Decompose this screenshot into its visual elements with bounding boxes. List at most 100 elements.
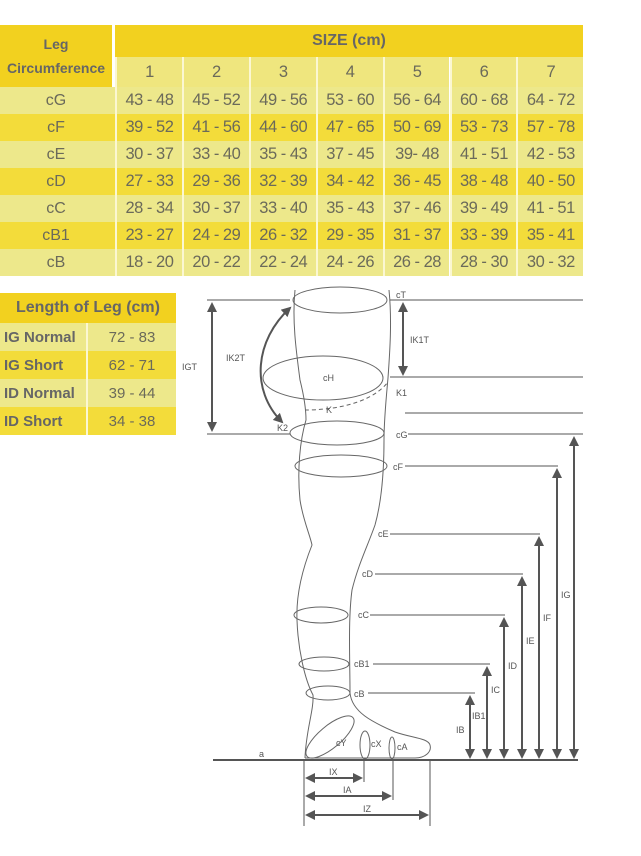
size-cell: 39- 48 [382, 141, 450, 168]
size-cell: 22 - 24 [248, 249, 316, 276]
size-column-header: 3 [248, 57, 316, 87]
size-cell: 36 - 45 [382, 168, 450, 195]
dimension-arrows [207, 302, 579, 820]
size-cell: 45 - 52 [181, 87, 249, 114]
size-cell: 35 - 43 [315, 195, 383, 222]
row-label-cB1: cB1 [0, 222, 112, 249]
size-cell: 30 - 37 [181, 195, 249, 222]
size-cell: 20 - 22 [181, 249, 249, 276]
label-cF: cF [393, 462, 404, 472]
size-cell: 39 - 52 [115, 114, 182, 141]
size-cell: 28 - 30 [449, 249, 517, 276]
diagram-labels: cT cH K1 K K2 cG cF cE cD cC cB1 cB cY c… [182, 290, 571, 814]
label-cY: cY [336, 738, 347, 748]
length-row-value: 39 - 44 [86, 379, 176, 407]
size-cell: 24 - 29 [181, 222, 249, 249]
label-cD: cD [362, 569, 374, 579]
size-cell: 37 - 45 [315, 141, 383, 168]
label-K2: K2 [277, 423, 288, 433]
row-label-cE: cE [0, 141, 112, 168]
label-K1: K1 [396, 388, 407, 398]
label-cH: cH [323, 373, 334, 383]
corner-label: Circumference [6, 60, 106, 76]
row-gap [112, 168, 115, 195]
row-gap [112, 195, 115, 222]
size-cell: 47 - 65 [315, 114, 383, 141]
label-IK1T: IK1T [410, 335, 430, 345]
size-header: SIZE (cm) [115, 25, 583, 57]
label-cB: cB [354, 689, 365, 699]
size-cell: 32 - 39 [248, 168, 316, 195]
label-cG: cG [396, 430, 408, 440]
label-a: a [259, 749, 264, 759]
label-IB: IB [456, 725, 465, 735]
length-row-label: IG Short [0, 351, 86, 379]
size-cell: 18 - 20 [115, 249, 182, 276]
row-label-cD: cD [0, 168, 112, 195]
size-cell: 34 - 42 [315, 168, 383, 195]
label-cX: cX [371, 739, 382, 749]
label-cA: cA [397, 742, 408, 752]
row-gap [112, 114, 115, 141]
measurement-lines [207, 299, 583, 826]
label-cB1: cB1 [354, 659, 370, 669]
size-cell: 53 - 73 [449, 114, 517, 141]
label-cE: cE [378, 529, 389, 539]
size-cell: 33 - 40 [248, 195, 316, 222]
size-column-header: 1 [115, 57, 182, 87]
length-row-label: IG Normal [0, 323, 86, 351]
label-ID: ID [508, 661, 518, 671]
size-cell: 26 - 28 [382, 249, 450, 276]
row-label-cF: cF [0, 114, 112, 141]
length-row-label: ID Short [0, 407, 86, 435]
size-cell: 23 - 27 [115, 222, 182, 249]
size-cell: 42 - 53 [516, 141, 584, 168]
size-cell: 35 - 41 [516, 222, 584, 249]
label-IX: IX [329, 767, 338, 777]
size-cell: 24 - 26 [315, 249, 383, 276]
leg-outline [262, 286, 431, 760]
size-cell: 38 - 48 [449, 168, 517, 195]
label-IE: IE [526, 636, 535, 646]
length-table-title: Length of Leg (cm) [0, 293, 176, 323]
size-cell: 43 - 48 [115, 87, 182, 114]
size-cell: 33 - 40 [181, 141, 249, 168]
size-cell: 26 - 32 [248, 222, 316, 249]
size-column-header: 7 [516, 57, 584, 87]
size-column-header: 2 [181, 57, 249, 87]
size-cell: 41 - 51 [516, 195, 584, 222]
size-cell: 40 - 50 [516, 168, 584, 195]
size-cell: 28 - 34 [115, 195, 182, 222]
row-label-cG: cG [0, 87, 112, 114]
size-cell: 29 - 36 [181, 168, 249, 195]
row-gap [112, 249, 115, 276]
size-cell: 39 - 49 [449, 195, 517, 222]
label-IG: IG [561, 590, 571, 600]
row-gap [112, 141, 115, 168]
row-gap [112, 222, 115, 249]
length-row-value: 34 - 38 [86, 407, 176, 435]
size-cell: 37 - 46 [382, 195, 450, 222]
size-cell: 30 - 32 [516, 249, 584, 276]
row-label-cB: cB [0, 249, 112, 276]
label-IGT: IGT [182, 362, 198, 372]
row-gap [112, 87, 115, 114]
size-cell: 60 - 68 [449, 87, 517, 114]
size-cell: 41 - 51 [449, 141, 517, 168]
corner-label: Leg [43, 36, 69, 52]
length-row-label: ID Normal [0, 379, 86, 407]
label-IZ: IZ [363, 804, 372, 814]
size-cell: 56 - 64 [382, 87, 450, 114]
size-cell: 49 - 56 [248, 87, 316, 114]
size-cell: 64 - 72 [516, 87, 584, 114]
size-cell: 53 - 60 [315, 87, 383, 114]
row-label-cC: cC [0, 195, 112, 222]
size-column-header: 4 [315, 57, 383, 87]
label-IK2T: IK2T [226, 353, 246, 363]
label-IC: IC [491, 685, 501, 695]
size-cell: 33 - 39 [449, 222, 517, 249]
label-cC: cC [358, 610, 370, 620]
size-cell: 30 - 37 [115, 141, 182, 168]
label-IB1: IB1 [472, 711, 486, 721]
